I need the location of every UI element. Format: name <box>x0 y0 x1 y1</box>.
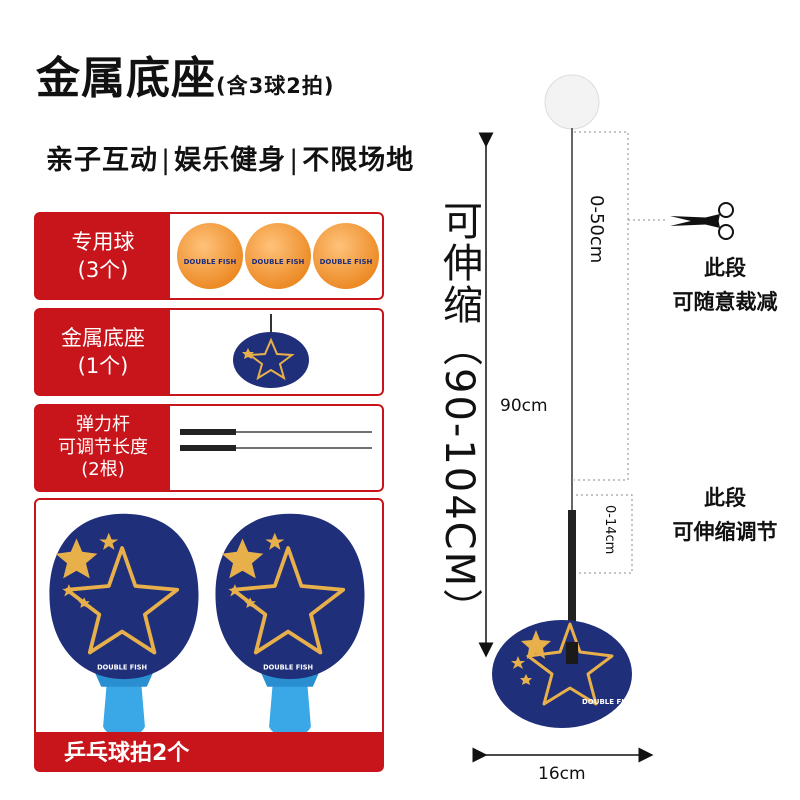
slogan-separator: | <box>289 145 300 176</box>
slogan-separator: | <box>161 145 172 176</box>
component-label: 专用球 (3个) <box>36 214 170 298</box>
component-card-balls: 专用球 (3个) DOUBLE FISH DOUBLE FISH DOUBLE … <box>34 212 384 300</box>
component-label-line: (3个) <box>77 258 129 282</box>
slogan-item: 娱乐健身 <box>174 145 287 176</box>
slogan: 亲子互动|娱乐健身|不限场地 <box>46 138 414 177</box>
ball-icon: DOUBLE FISH <box>177 223 243 289</box>
telescope-note: 此段 可伸缩调节 <box>650 482 800 549</box>
cut-range-label: 0-50cm <box>586 195 607 264</box>
paddle-icon <box>213 511 367 738</box>
star-icon <box>247 337 295 381</box>
component-label-line: 可调节长度 <box>58 436 148 458</box>
title-subtitle: (含3球2拍) <box>216 74 335 98</box>
base-plate <box>492 620 632 728</box>
rod-length-label: 90cm <box>500 396 548 416</box>
telescope-note-line: 此段 <box>704 486 746 510</box>
svg-text:DOUBLE FISH: DOUBLE FISH <box>252 258 305 266</box>
cut-note: 此段 可随意裁减 <box>650 252 800 319</box>
star-icon <box>511 656 525 669</box>
base-thumbnail <box>233 314 309 388</box>
component-label-line: (1个) <box>77 354 129 378</box>
cut-note-line: 可随意裁减 <box>672 289 778 314</box>
rod-sleeve <box>568 510 576 640</box>
page-title: 金属底座(含3球2拍) <box>36 42 334 106</box>
slogan-item: 亲子互动 <box>46 145 158 176</box>
component-card-rods: 弹力杆 可调节长度 (2根) <box>34 404 384 492</box>
product-diagram: DOUBLE FISH <box>472 74 734 763</box>
paddle-illustration: DOUBLE FISH <box>47 511 367 738</box>
svg-text:DOUBLE FISH: DOUBLE FISH <box>582 698 635 706</box>
title-text: 金属底座 <box>36 53 216 104</box>
ball-icon: DOUBLE FISH <box>313 223 379 289</box>
svg-text:DOUBLE FISH: DOUBLE FISH <box>320 258 373 266</box>
telescope-note-line: 可伸缩调节 <box>672 519 778 544</box>
ball-illustration: DOUBLE FISH DOUBLE FISH DOUBLE FISH <box>177 223 379 289</box>
component-label-line: 专用球 <box>71 229 135 254</box>
component-card-base: 金属底座 (1个) <box>34 308 384 396</box>
component-label: 金属底座 (1个) <box>36 310 170 394</box>
component-label-line: 弹力杆 <box>76 414 130 436</box>
svg-text:DOUBLE FISH: DOUBLE FISH <box>184 258 237 266</box>
cut-note-line: 此段 <box>704 256 746 280</box>
base-width-label: 16cm <box>538 764 586 784</box>
component-label-line: (2根) <box>81 459 125 481</box>
ball-icon <box>544 74 600 130</box>
ball-icon: DOUBLE FISH <box>245 223 311 289</box>
paddle-icon <box>47 511 201 738</box>
star-icon <box>242 348 254 359</box>
total-length-label: 可伸缩（90-104CM） <box>436 200 482 631</box>
paddle-caption: 乒乓球拍2个 <box>36 732 382 770</box>
component-card-paddles: DOUBLE FISH 乒乓球拍2个 <box>34 498 384 772</box>
star-icon <box>520 674 532 685</box>
slogan-item: 不限场地 <box>302 145 415 176</box>
star-icon <box>521 630 551 659</box>
scissors-icon <box>670 202 734 240</box>
component-label-line: 金属底座 <box>61 325 145 350</box>
component-label: 弹力杆 可调节长度 (2根) <box>36 406 170 490</box>
telescope-range-label: 0-14cm <box>602 505 617 555</box>
rods-illustration <box>180 429 372 451</box>
